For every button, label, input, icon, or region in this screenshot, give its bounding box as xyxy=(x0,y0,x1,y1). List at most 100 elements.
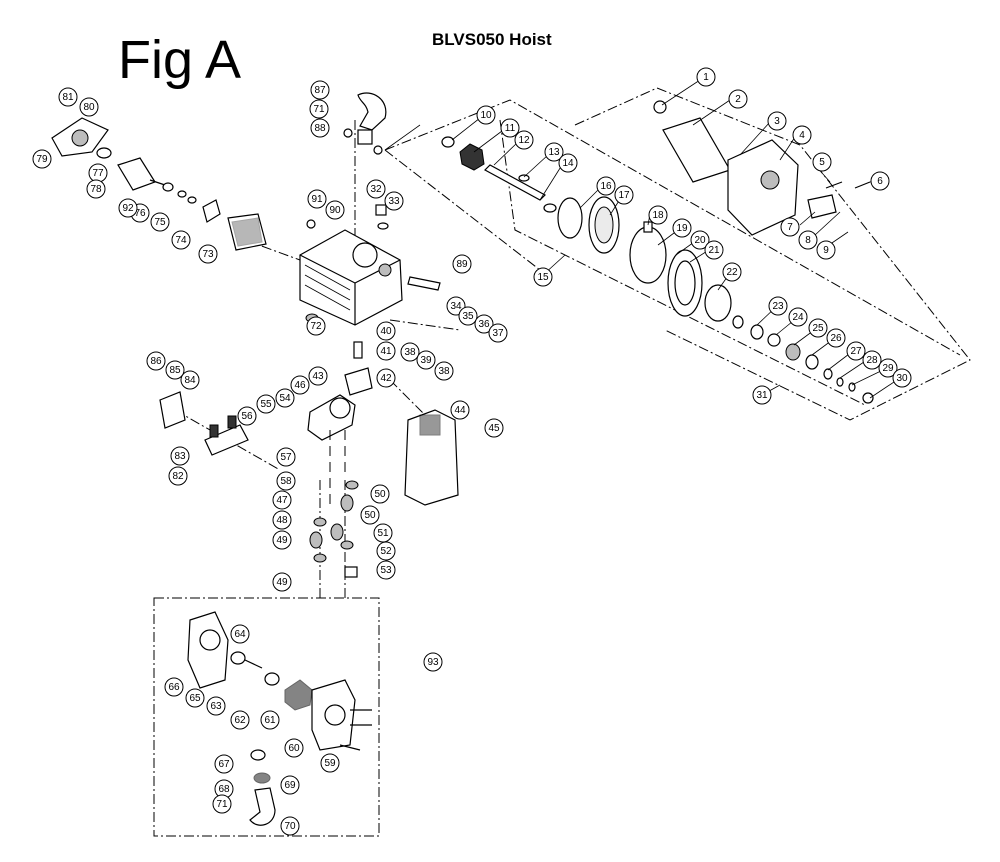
callout-53: 53 xyxy=(376,560,396,580)
callout-43: 43 xyxy=(308,366,328,386)
callout-circle xyxy=(722,262,742,282)
callout-91: 91 xyxy=(307,189,327,209)
callout-circle xyxy=(672,218,692,238)
callout-circle xyxy=(788,307,808,327)
callout-circle xyxy=(808,318,828,338)
callout-37: 37 xyxy=(488,323,508,343)
callout-number: 29 xyxy=(882,363,894,374)
callout-number: 77 xyxy=(92,168,104,179)
callout-circle xyxy=(276,447,296,467)
figure-label: Fig A xyxy=(118,30,241,90)
callout-6: 6 xyxy=(870,171,890,191)
callout-number: 33 xyxy=(388,196,400,207)
callout-number: 24 xyxy=(792,312,804,323)
callout-number: 75 xyxy=(154,217,166,228)
callout-number: 76 xyxy=(134,208,146,219)
callout-circle xyxy=(816,240,836,260)
callout-number: 45 xyxy=(488,423,500,434)
callout-circle xyxy=(376,368,396,388)
callout-circle xyxy=(325,200,345,220)
callout-58: 58 xyxy=(276,471,296,491)
callout-number: 42 xyxy=(380,373,392,384)
callout-33: 33 xyxy=(384,191,404,211)
callout-59: 59 xyxy=(320,753,340,773)
callout-circle xyxy=(846,341,866,361)
callout-number: 16 xyxy=(600,181,612,192)
callout-52: 52 xyxy=(376,541,396,561)
callout-14: 14 xyxy=(558,153,578,173)
callout-82: 82 xyxy=(168,466,188,486)
callout-80: 80 xyxy=(79,97,99,117)
callout-number: 25 xyxy=(812,323,824,334)
callout-number: 40 xyxy=(380,326,392,337)
callout-circle xyxy=(370,484,390,504)
callout-57: 57 xyxy=(276,447,296,467)
callout-number: 8 xyxy=(805,235,811,246)
callout-number: 32 xyxy=(370,184,382,195)
callout-77: 77 xyxy=(88,163,108,183)
callout-38: 38 xyxy=(434,361,454,381)
callout-circle xyxy=(892,368,912,388)
callout-circle xyxy=(376,560,396,580)
callout-circle xyxy=(474,314,494,334)
callout-number: 20 xyxy=(694,235,706,246)
callout-73: 73 xyxy=(198,244,218,264)
callout-number: 68 xyxy=(218,784,230,795)
callout-46: 46 xyxy=(290,375,310,395)
callout-circle xyxy=(400,342,420,362)
diagram-title: BLVS050 Hoist xyxy=(432,30,552,49)
callout-number: 53 xyxy=(380,565,392,576)
callout-10: 10 xyxy=(476,105,496,125)
callout-circle xyxy=(290,375,310,395)
callout-39: 39 xyxy=(416,350,436,370)
callout-circle xyxy=(280,775,300,795)
callout-2: 2 xyxy=(728,89,748,109)
callout-circle xyxy=(780,217,800,237)
callout-number: 88 xyxy=(314,123,326,134)
callout-circle xyxy=(32,149,52,169)
callout-circle xyxy=(728,89,748,109)
callout-circle xyxy=(214,754,234,774)
callout-16: 16 xyxy=(596,176,616,196)
callout-25: 25 xyxy=(808,318,828,338)
callout-circle xyxy=(798,230,818,250)
callout-number: 27 xyxy=(850,346,862,357)
callout-number: 43 xyxy=(312,371,324,382)
callout-circle xyxy=(307,189,327,209)
callout-45: 45 xyxy=(484,418,504,438)
callout-number: 50 xyxy=(374,489,386,500)
callout-bubbles: 1234567891011121314151617181920212223242… xyxy=(32,67,912,836)
callout-9: 9 xyxy=(816,240,836,260)
callout-number: 7 xyxy=(787,222,793,233)
callout-47: 47 xyxy=(272,490,292,510)
callout-circle xyxy=(416,350,436,370)
subassembly-parts xyxy=(187,611,372,826)
callout-70: 70 xyxy=(280,816,300,836)
callout-28: 28 xyxy=(862,350,882,370)
callout-20: 20 xyxy=(690,230,710,250)
top-hook xyxy=(343,92,387,155)
callout-circle xyxy=(272,490,292,510)
callout-number: 81 xyxy=(62,92,74,103)
callout-71: 71 xyxy=(212,794,232,814)
callout-number: 74 xyxy=(175,235,187,246)
callout-88: 88 xyxy=(310,118,330,138)
callout-circle xyxy=(150,212,170,232)
callout-number: 85 xyxy=(169,365,181,376)
callout-circle xyxy=(118,198,138,218)
callout-29: 29 xyxy=(878,358,898,378)
callout-number: 31 xyxy=(756,390,768,401)
callout-number: 49 xyxy=(276,577,288,588)
callout-circle xyxy=(648,205,668,225)
callout-circle xyxy=(533,267,553,287)
callout-12: 12 xyxy=(514,130,534,150)
callout-81: 81 xyxy=(58,87,78,107)
callout-circle xyxy=(310,118,330,138)
callout-49: 49 xyxy=(272,572,292,592)
callout-number: 38 xyxy=(438,366,450,377)
callout-89: 89 xyxy=(452,254,472,274)
callout-circle xyxy=(878,358,898,378)
callout-circle xyxy=(690,230,710,250)
callout-23: 23 xyxy=(768,296,788,316)
callout-number: 44 xyxy=(454,405,466,416)
